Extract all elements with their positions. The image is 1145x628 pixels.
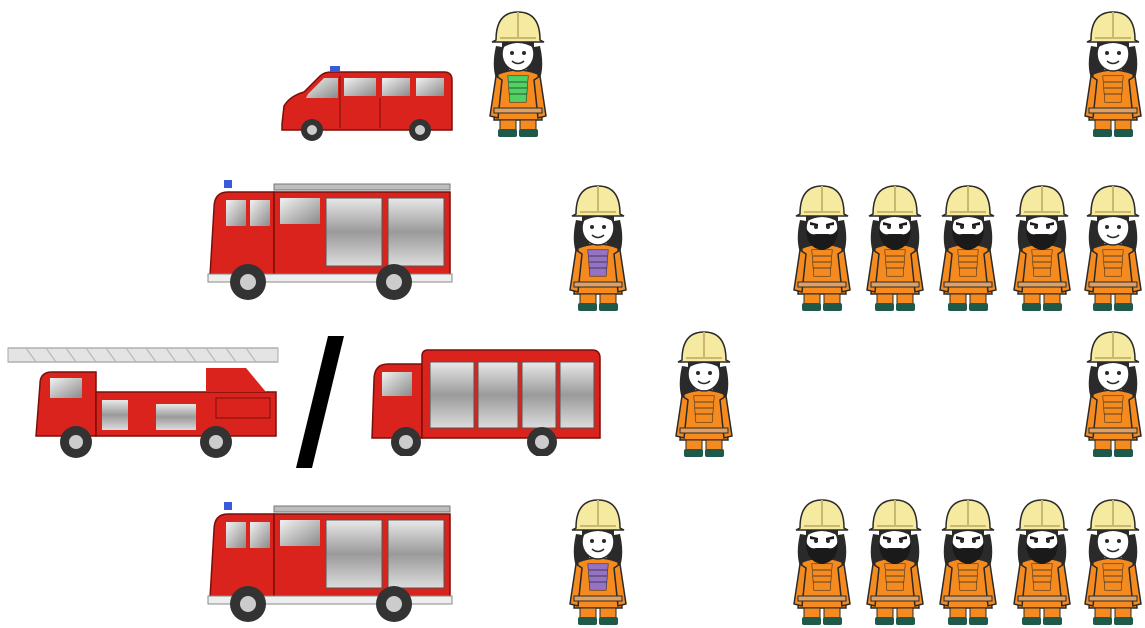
tanker-truck-icon (366, 346, 606, 456)
firefighter-leader-icon (566, 496, 630, 626)
fire-truck-icon (204, 178, 454, 303)
firefighter-icon (790, 496, 854, 626)
shirt (958, 564, 978, 590)
firefighter-icon (790, 182, 854, 312)
shirt (885, 250, 905, 276)
shirt (812, 564, 832, 590)
shirt (508, 76, 528, 102)
firefighter-icon (1081, 8, 1145, 138)
firefighter-icon (1081, 182, 1145, 312)
firefighter-icon (936, 496, 1000, 626)
firefighter-icon (1010, 182, 1074, 312)
shirt (1103, 250, 1123, 276)
firefighter-leader-icon (672, 328, 736, 458)
firefighter-icon (863, 182, 927, 312)
firefighter-icon (936, 182, 1000, 312)
firefighter-icon (1081, 328, 1145, 458)
shirt (1032, 250, 1052, 276)
firefighter-icon (1010, 496, 1074, 626)
shirt (588, 250, 608, 276)
slash-icon (292, 334, 348, 470)
shirt (1103, 564, 1123, 590)
van-icon (276, 62, 456, 150)
shirt (1103, 76, 1123, 102)
shirt (694, 396, 714, 422)
firefighter-icon (1081, 496, 1145, 626)
shirt (1103, 396, 1123, 422)
shirt (588, 564, 608, 590)
shirt (1032, 564, 1052, 590)
firefighter-leader-icon (486, 8, 550, 138)
firefighter-icon (863, 496, 927, 626)
fire-truck-icon (204, 500, 454, 625)
shirt (958, 250, 978, 276)
ladder-truck-icon (6, 338, 286, 458)
shirt (885, 564, 905, 590)
firefighter-leader-icon (566, 182, 630, 312)
shirt (812, 250, 832, 276)
